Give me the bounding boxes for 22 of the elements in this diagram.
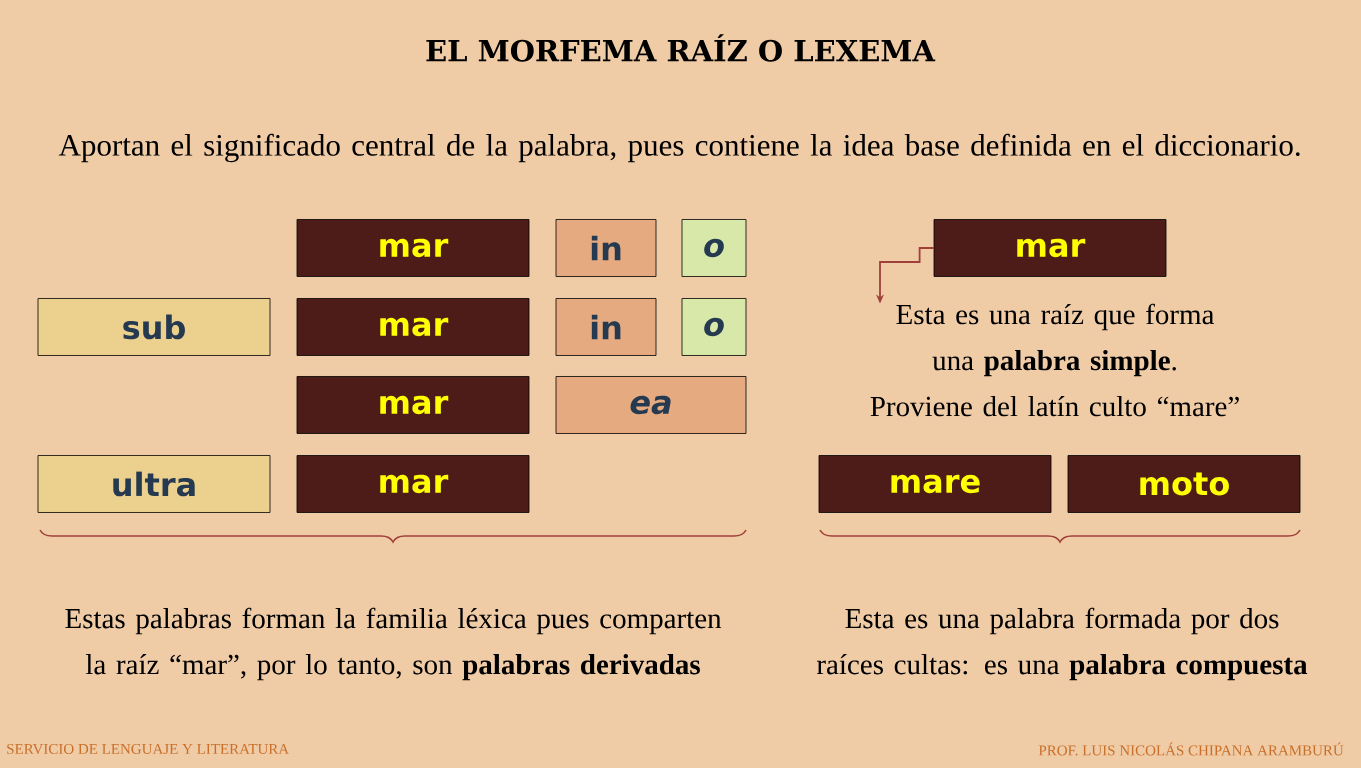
morpheme-box: ultra xyxy=(37,455,271,513)
morpheme-box: mare xyxy=(818,455,1052,513)
title: EL MORFEMA RAÍZ O LEXEMA xyxy=(426,34,936,62)
morpheme-box: moto xyxy=(1067,455,1301,513)
description-text: Aportan el significado central de la palabra, pues contiene la idea base definida en el diccionario. xyxy=(58,133,1300,163)
morpheme-box: mar xyxy=(296,376,530,434)
explanation-text: Esta es una palabra formada por dos raíces cultas: es una palabra compuesta xyxy=(816,607,1308,681)
morpheme-box: mar xyxy=(296,219,530,277)
footer-text: SERVICIO DE LENGUAJE Y LITERATURA xyxy=(7,743,290,755)
footer-text: PROF. LUIS NICOLÁS CHIPANA ARAMBURÚ xyxy=(1038,742,1344,756)
morpheme-box: o xyxy=(681,219,747,277)
note-text: Proviene del latín culto “mare” xyxy=(870,395,1239,417)
morpheme-box: in xyxy=(555,298,657,356)
morpheme-box: mar xyxy=(933,219,1167,277)
note-text: Esta es una raíz que forma una palabra simple. xyxy=(896,303,1215,377)
morpheme-box: mar xyxy=(296,455,530,513)
explanation-text: Estas palabras forman la familia léxica pues comparten la raíz “mar”, por lo tanto, son palabras derivadas xyxy=(65,607,722,681)
morpheme-box: mar xyxy=(296,298,530,356)
morpheme-box: sub xyxy=(37,298,271,356)
morpheme-box: o xyxy=(681,298,747,356)
morpheme-box: ea xyxy=(555,376,747,434)
morpheme-box: in xyxy=(555,219,657,277)
